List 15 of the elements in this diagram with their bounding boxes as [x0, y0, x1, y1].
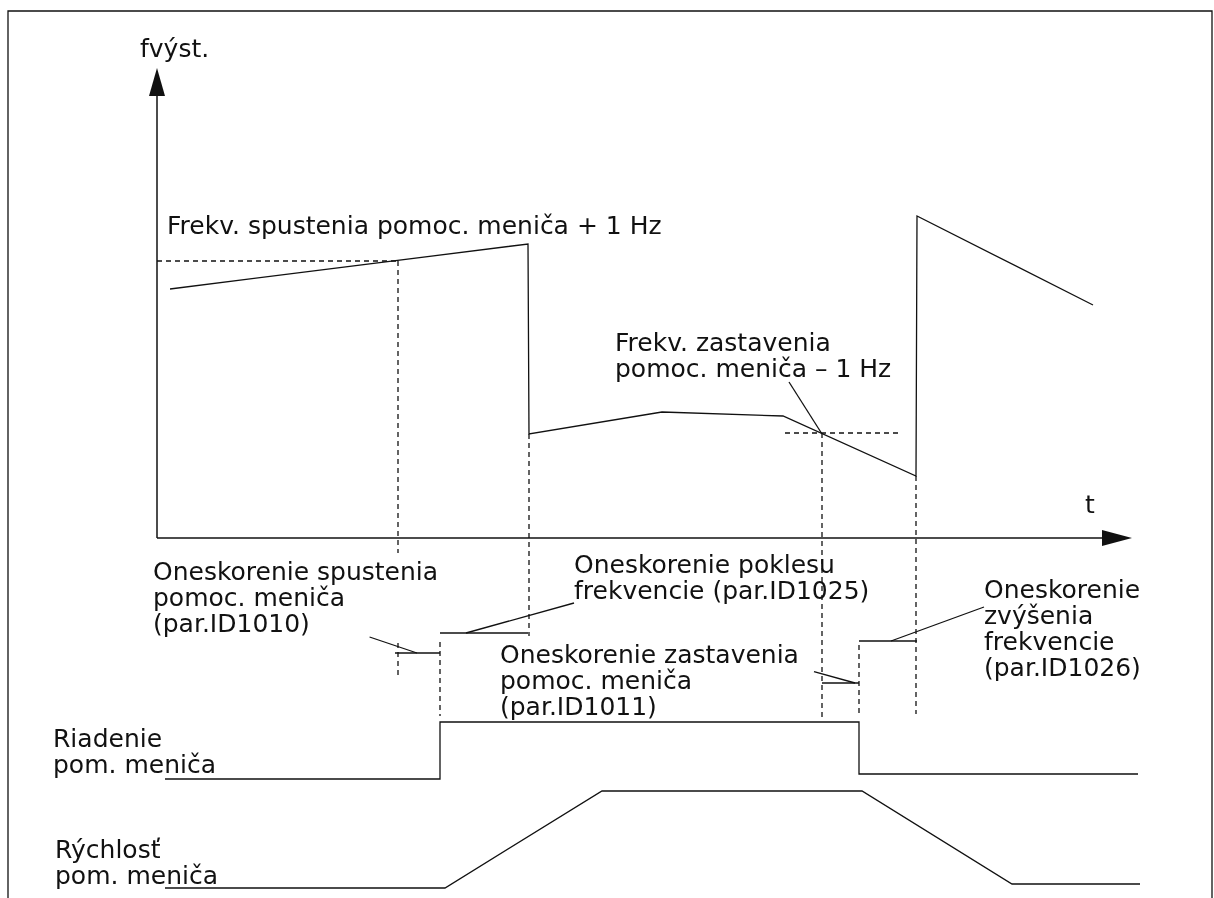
callout-text: Oneskorenie spustenia pomoc. meniča (par.ID1010): [153, 559, 458, 637]
axis-label: t: [1085, 492, 1095, 518]
leader-line: [788, 381, 823, 435]
signal-label: Rýchlosť pom. meniča: [55, 837, 219, 889]
axis-label: fvýst.: [140, 36, 210, 62]
leader-line: [368, 636, 418, 654]
leader-line: [813, 671, 856, 684]
callout-text: Oneskorenie zvýšenia frekvencie (par.ID1026): [984, 577, 1164, 681]
callout-text: Oneskorenie poklesu frekvencie (par.ID1025): [574, 552, 904, 604]
threshold-label: Frekv. zastavenia pomoc. meniča – 1 Hz: [615, 330, 925, 382]
leader-line: [465, 602, 575, 634]
leader-line: [890, 606, 985, 642]
signal-label: Riadenie pom. meniča: [53, 726, 217, 778]
threshold-label: Frekv. spustenia pomoc. meniča + 1 Hz: [167, 213, 662, 239]
callout-text: Oneskorenie zastavenia pomoc. meniča (par.ID1011): [500, 642, 814, 720]
